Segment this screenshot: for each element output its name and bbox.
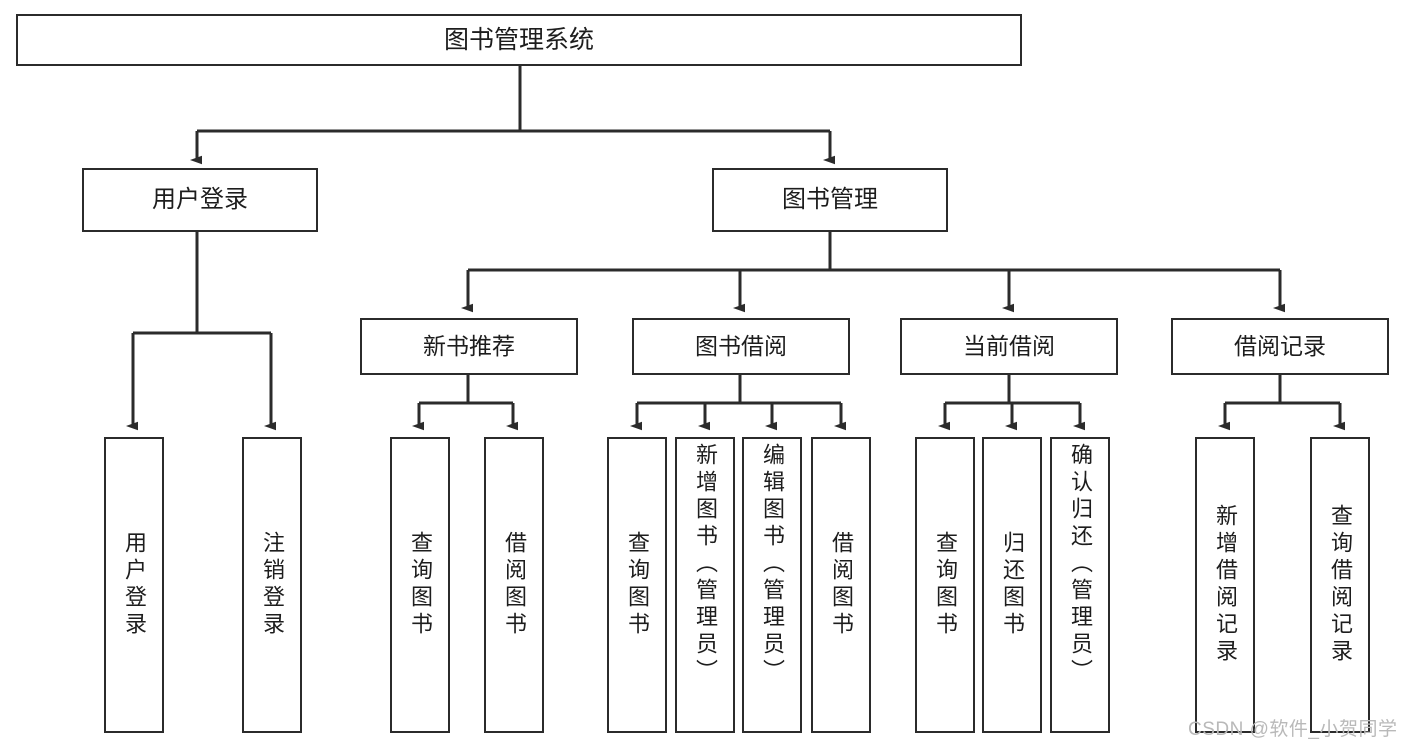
node-label: 新增借阅记录 [1213,504,1238,666]
node-user-login[interactable]: 用户登录 [82,168,318,232]
node-new-book-recommendation[interactable]: 新书推荐 [360,318,578,375]
node-label: 图书借阅 [695,333,787,360]
node-label: 用户登录 [122,531,147,639]
node-label: 查询图书 [933,531,958,639]
leaf-current-borrow-confirm-return-admin[interactable]: 确认归还（管理员） [1050,437,1110,733]
node-label: 编辑图书（管理员） [760,443,785,686]
node-label: 借阅图书 [502,531,527,639]
csdn-watermark: CSDN @软件_小贺同学 [1188,719,1398,740]
leaf-user-login-logout[interactable]: 注销登录 [242,437,302,733]
node-label: 归还图书 [1000,531,1025,639]
leaf-book-borrow-query-book[interactable]: 查询图书 [607,437,667,733]
node-label: 新增图书（管理员） [693,443,718,686]
node-label: 新书推荐 [423,333,515,360]
node-label: 借阅记录 [1234,333,1326,360]
leaf-new-book-borrow-book[interactable]: 借阅图书 [484,437,544,733]
node-book-management[interactable]: 图书管理 [712,168,948,232]
node-label: 注销登录 [260,531,285,639]
node-label: 确认归还（管理员） [1068,443,1093,686]
node-label: 查询图书 [625,531,650,639]
node-label: 图书管理系统 [443,25,594,54]
leaf-user-login-login[interactable]: 用户登录 [104,437,164,733]
node-label: 查询借阅记录 [1328,504,1353,666]
node-label: 用户登录 [152,186,248,214]
node-label: 图书管理 [782,186,878,214]
leaf-book-borrow-add-book-admin[interactable]: 新增图书（管理员） [675,437,735,733]
leaf-borrow-record-add-record[interactable]: 新增借阅记录 [1195,437,1255,733]
leaf-current-borrow-query-book[interactable]: 查询图书 [915,437,975,733]
node-label: 查询图书 [408,531,433,639]
node-label: 当前借阅 [963,333,1055,360]
leaf-current-borrow-return-book[interactable]: 归还图书 [982,437,1042,733]
node-root-library-management-system[interactable]: 图书管理系统 [16,14,1022,66]
leaf-book-borrow-edit-book-admin[interactable]: 编辑图书（管理员） [742,437,802,733]
leaf-book-borrow-borrow-book[interactable]: 借阅图书 [811,437,871,733]
leaf-new-book-query-book[interactable]: 查询图书 [390,437,450,733]
node-label: 借阅图书 [829,531,854,639]
node-current-borrowing[interactable]: 当前借阅 [900,318,1118,375]
leaf-borrow-record-query-record[interactable]: 查询借阅记录 [1310,437,1370,733]
node-book-borrowing[interactable]: 图书借阅 [632,318,850,375]
node-borrowing-record[interactable]: 借阅记录 [1171,318,1389,375]
